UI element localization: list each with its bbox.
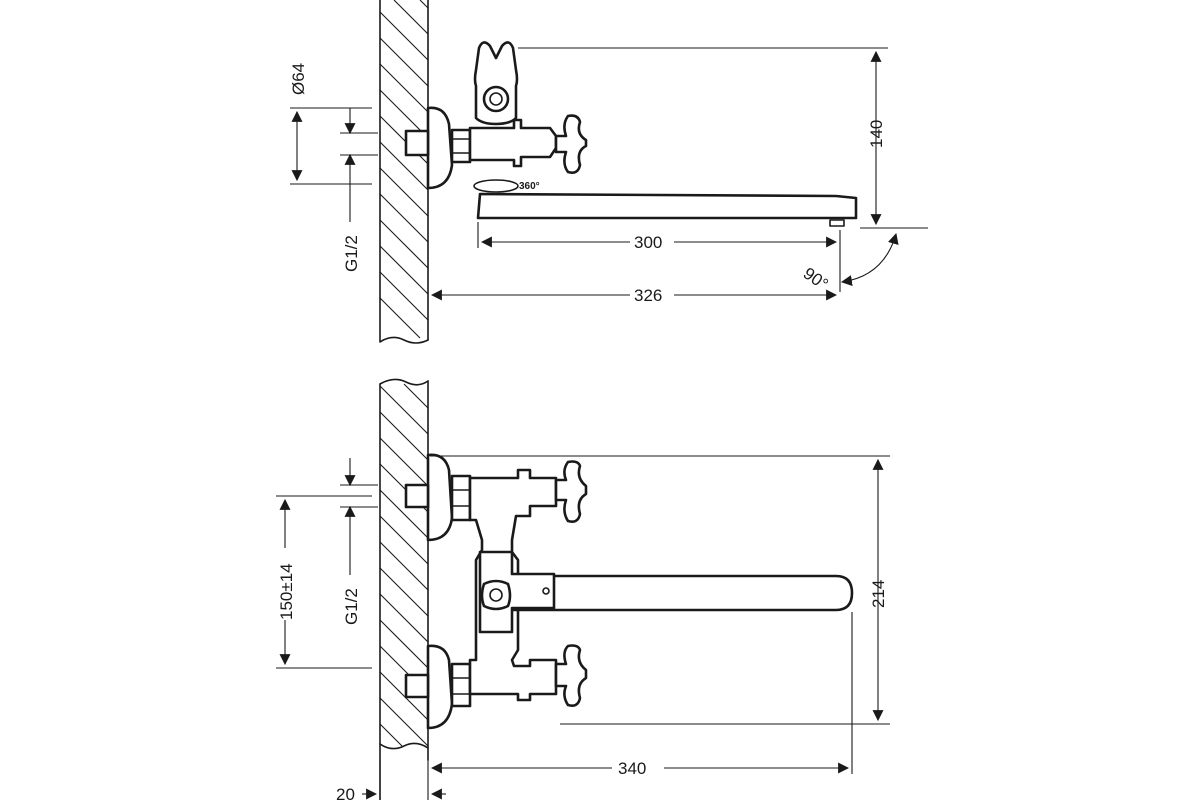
hatch-line	[379, 489, 429, 539]
nut-top	[450, 128, 472, 164]
dim-projection-326: 326	[430, 286, 838, 305]
hatch-line	[379, 671, 429, 721]
upper-flange-front	[426, 453, 454, 542]
top-view: 360° Ø64 G1/2 140 3	[289, 0, 928, 344]
hatch-line	[393, 0, 429, 35]
svg-text:214: 214	[869, 580, 888, 608]
front-view: 150±14 G1/2 214 340	[276, 378, 890, 800]
svg-text:G1/2: G1/2	[342, 588, 361, 625]
upper-cross-handle	[554, 460, 588, 523]
dim-thread-top: G1/2	[340, 108, 378, 272]
svg-text:150±14: 150±14	[277, 563, 296, 620]
lower-nut-front	[450, 662, 472, 708]
hatch-line	[379, 245, 429, 295]
hatch-line	[379, 515, 429, 565]
dim-spout-300: 300	[477, 222, 841, 292]
svg-text:300: 300	[634, 233, 662, 252]
upper-pipe-end	[404, 483, 430, 509]
lower-flange-front	[426, 644, 454, 730]
dim-thread-front: G1/2	[340, 458, 378, 625]
hatch-line	[379, 619, 429, 669]
spout-front	[512, 574, 854, 612]
wall-section-top	[379, 0, 429, 344]
svg-text:G1/2: G1/2	[342, 235, 361, 272]
pipe-end-top	[404, 129, 430, 157]
hatch-line	[379, 723, 403, 747]
hatch-line	[379, 219, 429, 269]
dim-flange-diameter: Ø64	[289, 63, 372, 185]
hatch-line	[379, 385, 429, 435]
wall-hatching-top	[379, 0, 429, 339]
dim-wall-offset-20: 20	[336, 760, 446, 800]
hatch-line	[379, 193, 429, 243]
dim-projection-340: 340	[430, 612, 853, 778]
hatch-line	[379, 297, 421, 339]
hatch-line	[379, 11, 429, 61]
svg-text:140: 140	[867, 120, 886, 148]
dim-center-distance: 150±14	[276, 495, 372, 669]
upper-nut-front	[450, 474, 472, 522]
rotation-ellipse	[473, 179, 519, 193]
lower-cross-handle	[554, 644, 588, 707]
hatch-line	[379, 697, 429, 747]
hatch-line	[379, 567, 429, 617]
diverter-front	[478, 550, 556, 634]
mixer-body-top	[468, 118, 558, 168]
svg-text:340: 340	[618, 759, 646, 778]
spout-top	[476, 192, 858, 220]
hatch-line	[379, 141, 429, 191]
dim-angle-90: 90°	[800, 232, 899, 294]
wall-flange-top	[426, 106, 454, 190]
hatch-line	[379, 411, 429, 461]
cross-handle-top	[554, 114, 588, 174]
svg-text:20: 20	[336, 785, 355, 800]
svg-text:Ø64: Ø64	[289, 63, 308, 95]
hatch-line	[379, 437, 429, 487]
rotation-label: 360°	[519, 181, 540, 192]
dim-height-140: 140	[518, 47, 928, 229]
hatch-line	[419, 0, 429, 9]
hatch-line	[379, 271, 429, 321]
shower-holder-top	[473, 41, 519, 126]
hatch-line	[379, 167, 429, 217]
svg-text:326: 326	[634, 286, 662, 305]
svg-text:90°: 90°	[800, 264, 832, 294]
hatch-line	[379, 63, 429, 113]
hatch-line	[379, 593, 429, 643]
hatch-line	[379, 541, 429, 591]
wall-section-front	[379, 378, 429, 800]
hatch-line	[379, 37, 429, 87]
hatch-line	[403, 383, 429, 409]
dim-height-214: 214	[430, 455, 890, 725]
lower-pipe-end	[404, 673, 430, 699]
